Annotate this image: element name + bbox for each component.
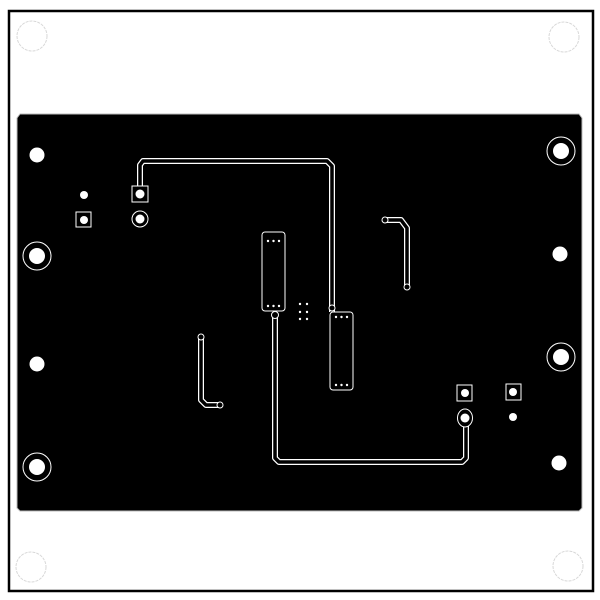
hole [29, 459, 45, 475]
panel-mounting-holes [15, 20, 584, 583]
pad-drill [461, 389, 469, 397]
via-pad [509, 413, 517, 421]
mounting-hole [548, 21, 580, 53]
pad-drill [509, 388, 517, 396]
hole [29, 248, 45, 264]
via [381, 216, 389, 224]
via [216, 401, 224, 409]
hole [29, 356, 45, 372]
via [197, 333, 205, 341]
mounting-hole [16, 20, 48, 52]
trace [273, 315, 468, 464]
via-pad [80, 191, 88, 199]
pad-drill [80, 216, 88, 224]
pad-drill [460, 413, 470, 423]
hole [552, 246, 568, 262]
pad-drill [135, 214, 145, 224]
ic-footprint-2 [329, 311, 354, 391]
thermal-via-array [298, 302, 309, 321]
vias [197, 216, 411, 409]
via [271, 311, 279, 319]
trace [199, 337, 220, 407]
ic-footprint-1 [261, 231, 286, 312]
via [328, 304, 336, 312]
hole-ring [22, 452, 52, 482]
trace [138, 159, 334, 312]
hole [553, 143, 569, 159]
via [403, 283, 411, 291]
mounting-hole [552, 550, 584, 582]
hole [551, 455, 567, 471]
hole-ring [22, 241, 52, 271]
traces [137, 158, 469, 465]
pad-drill [135, 189, 145, 199]
hole [29, 147, 45, 163]
trace [385, 218, 409, 287]
hole-ring [546, 136, 576, 166]
pads [75, 185, 522, 428]
hole-ring [546, 342, 576, 372]
hole [553, 349, 569, 365]
edge-holes [22, 136, 576, 482]
mounting-hole [15, 551, 47, 583]
